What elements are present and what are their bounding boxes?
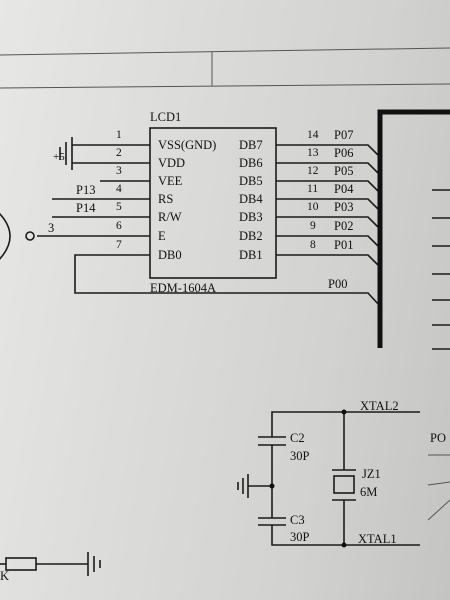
lcd-model-label: EDM-1604A: [150, 281, 216, 295]
net-label-p06: P06: [334, 146, 354, 160]
resistor-body: [5, 557, 37, 571]
xtal2-wire: [271, 411, 420, 437]
c3-ref-label: C3: [290, 513, 305, 527]
lcd-pin13-line: [276, 162, 381, 176]
xtal2-junction-dot: [341, 409, 347, 415]
c2-value-label: 30P: [290, 449, 310, 463]
lcd-pin-number-6: 6: [116, 220, 122, 232]
net-label-p01: P01: [334, 238, 354, 252]
lcd-pin-number-9: 9: [310, 220, 316, 232]
net-label-p14: P14: [76, 201, 96, 215]
lcd-pin14-line: [276, 144, 381, 158]
inverter-bubble: [25, 231, 35, 241]
lcd-pin-name-db5: DB5: [239, 174, 263, 188]
lcd-pin-name-db2: DB2: [239, 229, 263, 243]
xtal1-junction-dot: [341, 542, 347, 548]
net-label-p03: P03: [334, 200, 354, 214]
xtal2-label: XTAL2: [360, 399, 399, 413]
lcd-pin-name-rs: RS: [158, 192, 174, 206]
bottom-fragment-label: K: [0, 569, 10, 583]
lcd-pin10-line: [276, 216, 381, 230]
right-fragment-line-3: [427, 499, 450, 521]
lcd-pin-number-4: 4: [116, 183, 122, 195]
lcd-pin7-line: [74, 254, 381, 307]
lcd-pin-name-db0: DB0: [158, 248, 182, 262]
lcd-pin-name-db6: DB6: [239, 156, 263, 170]
title-block-line-top: [0, 47, 450, 56]
lcd-pin-name-db3: DB3: [239, 210, 263, 224]
lcd-pin-number-10: 10: [307, 201, 319, 213]
lcd-pin-number-5: 5: [116, 201, 122, 213]
lcd-pin-number-12: 12: [307, 165, 319, 177]
net-label-p05: P05: [334, 164, 354, 178]
lcd-pin-number-2: 2: [116, 147, 122, 159]
lcd-pin-number-3: 3: [116, 165, 122, 177]
lcd-pin-number-8: 8: [310, 239, 316, 251]
crystal-body: [333, 475, 355, 494]
lcd-pin-name-vdd: VDD: [158, 156, 186, 170]
cap-junction-dot: [269, 483, 275, 489]
c3-value-label: 30P: [290, 530, 310, 544]
lcd-pin-name-db1: DB1: [239, 248, 263, 262]
net-label-vcc: +5: [53, 151, 65, 163]
lcd-pin-number-14: 14: [307, 129, 319, 141]
right-fragment-line-2: [427, 481, 450, 486]
crystal-ref-label: JZ1: [362, 467, 381, 481]
lcd-pin-number-11: 11: [307, 183, 319, 195]
lcd-ref-label: LCD1: [150, 110, 182, 124]
xtal1-wire: [271, 525, 420, 546]
title-block-line-bottom: [0, 83, 450, 89]
lcd-pin-name-vss: VSS(GND): [158, 138, 217, 152]
lcd-pin-name-db7: DB7: [239, 138, 263, 152]
lcd-pin11-line: [276, 198, 381, 212]
crystal-value-label: 6M: [360, 485, 378, 499]
lcd-pin-name-rw: R/W: [158, 210, 182, 224]
c2-ref-label: C2: [290, 431, 305, 445]
lcd-pin-name-vee: VEE: [158, 174, 183, 188]
lcd-pin-number-7: 7: [116, 239, 122, 251]
lcd-pin-number-13: 13: [307, 147, 319, 159]
net-label-p02: P02: [334, 219, 354, 233]
lcd-pin9-line: [276, 235, 381, 249]
net-label-p04: P04: [334, 182, 354, 196]
lcd-pin8-line: [276, 254, 381, 268]
net-label-p00: P00: [328, 277, 348, 291]
right-fragment-label: PO: [430, 431, 446, 445]
xtal1-label: XTAL1: [358, 532, 397, 546]
lcd-pin12-line: [276, 180, 381, 194]
lcd-pin-number-1: 1: [116, 129, 122, 141]
inverter-gate: [0, 213, 11, 260]
net-label-p13: P13: [76, 183, 96, 197]
lcd-pin-name-db4: DB4: [239, 192, 263, 206]
net-label-p07: P07: [334, 128, 354, 142]
lcd-pin-name-e: E: [158, 229, 166, 243]
lcd-body: [149, 127, 277, 279]
net-label-gate-pin: 3: [48, 221, 55, 235]
data-bus: [377, 109, 450, 348]
